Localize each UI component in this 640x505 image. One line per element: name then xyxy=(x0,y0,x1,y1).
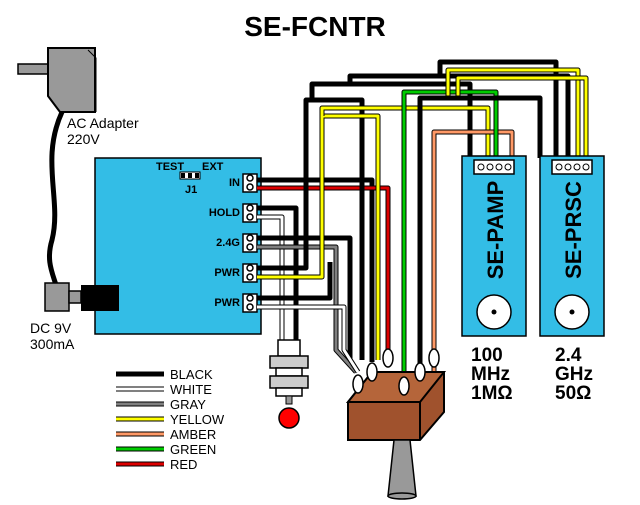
pin-label-pwr-2: PWR xyxy=(214,297,240,309)
legend-label: BLACK xyxy=(170,367,213,382)
board-header-pins xyxy=(242,173,258,313)
module-se-pamp xyxy=(461,155,527,337)
se-pamp-spec-2: MHz xyxy=(471,364,510,385)
pin-label-in: IN xyxy=(229,177,240,189)
adapter-label-1: AC Adapter xyxy=(67,115,139,131)
diagram-title: SE-FCNTR xyxy=(244,11,386,42)
pin-label-hold: HOLD xyxy=(209,207,240,219)
pin-label-pwr-1: PWR xyxy=(214,267,240,279)
se-prsc-spec-2: GHz xyxy=(555,364,593,385)
legend-label: GREEN xyxy=(170,442,216,457)
jumper-label: J1 xyxy=(185,184,197,196)
wires xyxy=(257,59,589,382)
jumper-j1 xyxy=(179,171,201,180)
se-pamp-spec-3: 1MΩ xyxy=(471,383,513,404)
legend-label: GRAY xyxy=(170,397,206,412)
legend-label: WHITE xyxy=(170,382,212,397)
ac-adapter xyxy=(17,47,97,113)
dc-label-1: DC 9V xyxy=(30,320,72,336)
hold-push-button xyxy=(269,339,309,429)
se-prsc-name: SE-PRSC xyxy=(561,181,586,279)
dc-plug xyxy=(44,282,119,312)
legend-label: YELLOW xyxy=(170,412,225,427)
legend-label: RED xyxy=(170,457,197,472)
rotary-switch xyxy=(345,348,447,500)
module-se-prsc xyxy=(539,155,605,337)
test-label: TEST xyxy=(156,161,184,173)
adapter-cable xyxy=(47,110,65,286)
ext-label: EXT xyxy=(202,161,224,173)
se-pamp-name: SE-PAMP xyxy=(483,181,508,280)
pin-label-2.4g: 2.4G xyxy=(216,237,240,249)
dc-label-2: 300mA xyxy=(30,336,75,352)
adapter-label-2: 220V xyxy=(67,131,100,147)
se-prsc-spec-3: 50Ω xyxy=(555,383,591,404)
circuit-board xyxy=(94,157,262,335)
legend-label: AMBER xyxy=(170,427,216,442)
se-pamp-spec-1: 100 xyxy=(471,345,503,366)
se-prsc-spec-1: 2.4 xyxy=(555,345,582,366)
